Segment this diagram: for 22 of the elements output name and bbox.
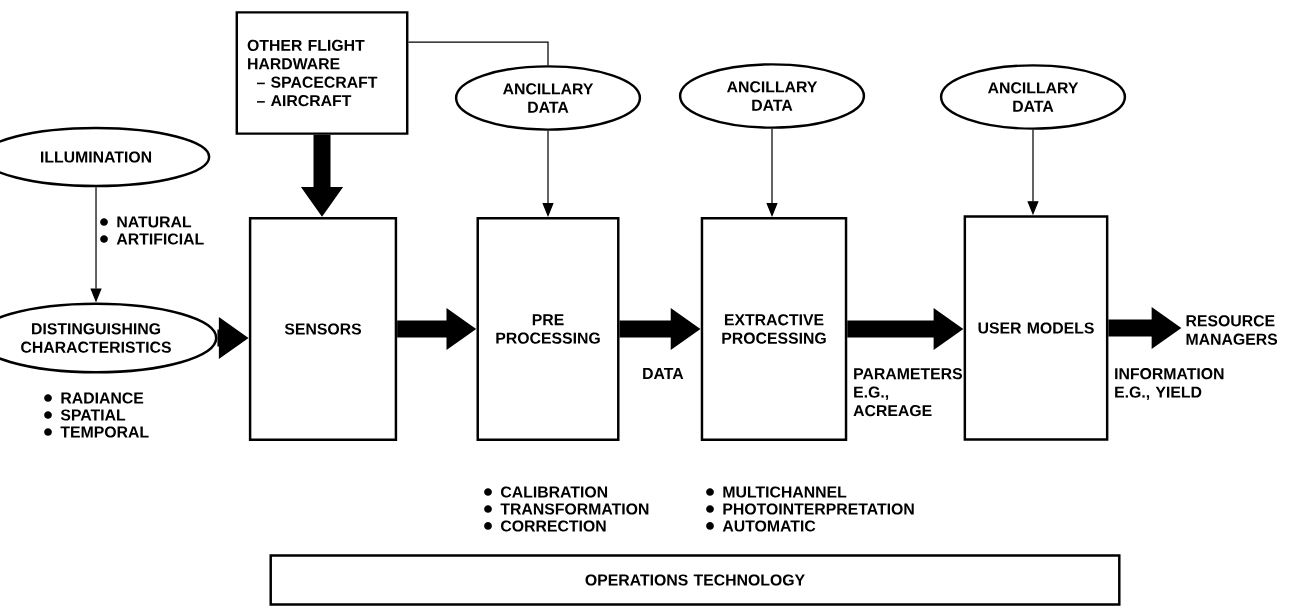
output-label: RESOURCE MANAGERS	[1186, 315, 1278, 345]
edge-label: INFORMATION E.G., YIELD	[1115, 368, 1224, 401]
bullet-item: NATURAL	[100, 216, 192, 228]
hardware-box: OTHER FLIGHT HARDWARE – SPACECRAFT – AIRCRAFT	[235, 11, 409, 135]
connector-line	[407, 41, 549, 66]
process-box: EXTRACTIVE PROCESSING	[700, 217, 848, 441]
bullet-item: SPATIAL	[44, 409, 126, 421]
bullet-item: MULTICHANNEL	[706, 486, 847, 498]
process-box: USER MODELS	[963, 215, 1109, 441]
process-box: PRE PROCESSING	[476, 217, 620, 441]
bullet-item: ARTIFICIAL	[100, 233, 204, 245]
bullet-item: PHOTOINTERPRETATION	[706, 503, 914, 515]
bullet-item: RADIANCE	[44, 392, 144, 404]
operations-box: OPERATIONS TECHNOLOGY	[269, 554, 1121, 606]
process-box: SENSORS	[248, 217, 398, 441]
bullet-item: CORRECTION	[484, 520, 606, 532]
bullet-item: TEMPORAL	[44, 426, 149, 438]
edge-label: DATA	[643, 368, 684, 379]
bullet-item: TRANSFORMATION	[484, 503, 649, 515]
bullet-item: CALIBRATION	[484, 486, 608, 498]
edge-label: PARAMETERS E.G., ACREAGE	[853, 368, 962, 417]
bullet-item: AUTOMATIC	[706, 520, 816, 532]
